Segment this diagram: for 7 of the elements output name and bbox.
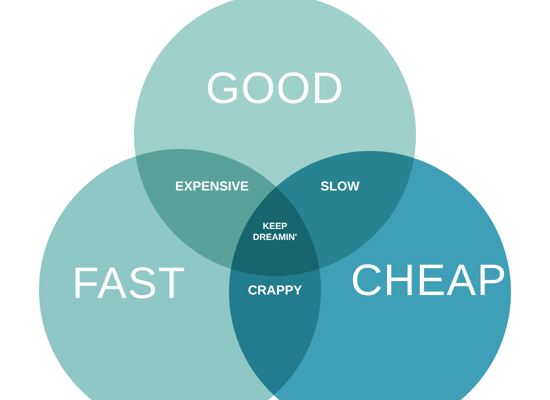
circle-label: CHEAP — [350, 256, 508, 306]
overlap-label: CRAPPY — [248, 282, 302, 298]
overlap-label: SLOW — [320, 178, 360, 194]
circle-label: GOOD — [206, 64, 344, 114]
overlap-label: KEEP DREAMIN' — [252, 221, 298, 243]
circle-label: FAST — [72, 259, 186, 309]
overlap-label: EXPENSIVE — [175, 178, 249, 194]
